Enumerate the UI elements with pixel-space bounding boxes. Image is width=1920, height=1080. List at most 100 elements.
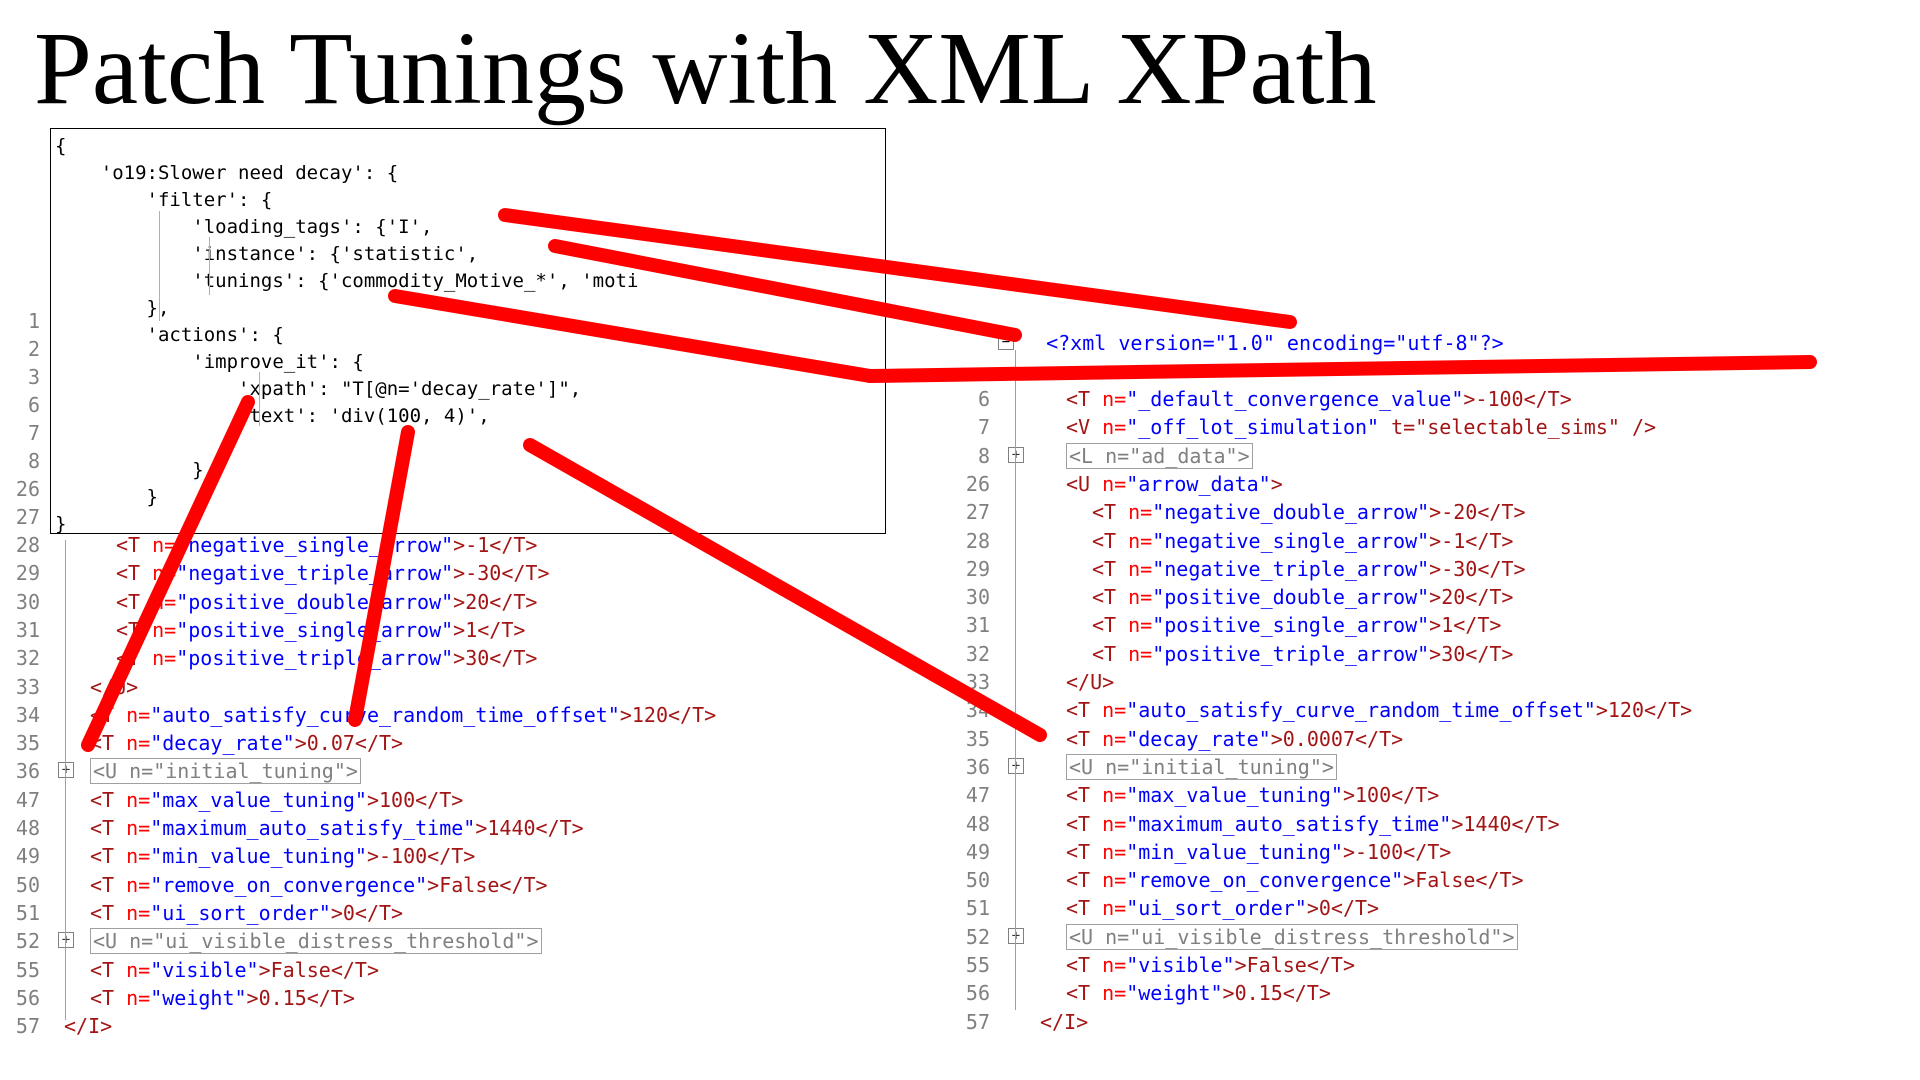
code-line: 32<T n="positive_triple_arrow">30</T> xyxy=(950,640,1920,668)
collapsed-node: <U n="initial_tuning"> xyxy=(1066,753,1337,780)
xml-attribute: n= xyxy=(126,872,151,897)
line-number: 2 xyxy=(27,337,40,361)
xml-text: >-30</T> xyxy=(1429,556,1526,581)
xml-attribute: n= xyxy=(1102,811,1127,836)
xml-value: "remove_on_convergence" xyxy=(1126,868,1404,893)
code-line: 48<T n="maximum_auto_satisfy_time">1440<… xyxy=(0,814,900,842)
code-content: <T n="positive_triple_arrow">30</T> xyxy=(1092,640,1513,668)
code-content: </I> xyxy=(1040,1008,1088,1036)
xml-attribute: n= xyxy=(126,816,151,840)
xml-tag: <T xyxy=(1066,783,1103,808)
expand-plus-icon[interactable]: + xyxy=(1008,757,1024,774)
code-line: 35<T n="decay_rate">0.07</T> xyxy=(0,729,900,757)
code-content: <T n="_default_convergence_value">-100</… xyxy=(1066,385,1572,413)
line-number: 57 xyxy=(965,1009,990,1034)
code-line: 36+<U n="initial_tuning"> xyxy=(0,757,900,785)
line-number: 26 xyxy=(15,477,40,501)
xml-value: "weight" xyxy=(1126,981,1223,1006)
code-content: <T n="auto_satisfy_curve_random_time_off… xyxy=(90,701,716,729)
xml-tag: <T xyxy=(90,731,127,756)
line-number: 34 xyxy=(15,702,40,727)
xml-attribute: n= xyxy=(1128,500,1153,525)
xml-tag: <T xyxy=(1066,868,1103,893)
line-number: 28 xyxy=(965,528,990,553)
code-content: <T n="weight">0.15</T> xyxy=(1066,979,1331,1007)
line-number: 27 xyxy=(965,500,990,525)
code-content: </U> xyxy=(90,673,138,701)
code-content: <T n="max_value_tuning">100</T> xyxy=(90,786,463,814)
expand-plus-icon[interactable]: + xyxy=(58,932,74,949)
line-number: 47 xyxy=(965,783,990,808)
code-line: 52+<U n="ui_visible_distress_threshold"> xyxy=(950,923,1920,951)
line-number: 6 xyxy=(27,393,40,417)
code-content: <T n="positive_single_arrow">1</T> xyxy=(1092,611,1501,639)
line-number: 29 xyxy=(15,561,40,586)
xml-attribute: n= xyxy=(152,589,177,614)
code-line: 49 <T n="min_value_tuning">-100</T> xyxy=(0,842,900,870)
code-line: 26<U n="arrow_data"> xyxy=(950,470,1920,498)
xml-attribute: n= xyxy=(152,533,177,557)
line-number: 56 xyxy=(965,981,990,1006)
xml-text: >0.15</T> xyxy=(1222,981,1331,1006)
xml-tag: <T xyxy=(1066,698,1103,723)
expand-plus-icon[interactable]: + xyxy=(58,762,74,779)
code-content: <T n="positive_double_arrow">20</T> xyxy=(116,588,537,616)
xml-tag: <T xyxy=(1092,500,1129,525)
xml-tag: <T xyxy=(90,816,127,840)
xml-text: >0.0007</T> xyxy=(1270,726,1404,751)
code-line: 56 <T n="weight">0.15</T> xyxy=(950,979,1920,1007)
expand-plus-icon[interactable]: + xyxy=(1008,927,1024,944)
code-content: <T n="positive_single_arrow">1</T> xyxy=(116,616,525,644)
xml-value: "negative_double_arrow" xyxy=(1152,500,1430,525)
json-line: 'tunings': {'commodity_Motive_*', 'moti xyxy=(55,270,639,292)
indent-guide xyxy=(159,211,160,321)
root-element-line: mmod 2 − <I c="Commodity" i="statistic" … xyxy=(950,329,1920,357)
code-line: 28<T n="negative_single_arrow">-1</T> xyxy=(0,531,900,559)
line-number: 52 xyxy=(965,924,990,949)
code-line: 33</U> xyxy=(0,673,900,701)
xml-attribute: n= xyxy=(1102,471,1127,496)
xml-tag: <T xyxy=(116,533,153,557)
xml-tag: <T xyxy=(1092,641,1129,666)
xml-text: >-100</T> xyxy=(1342,839,1452,864)
xml-tag: <T xyxy=(1092,613,1129,638)
code-content: <T n="max_value_tuning">100</T> xyxy=(1066,781,1439,809)
xml-attribute: n= xyxy=(126,731,151,756)
collapse-minus-icon[interactable]: − xyxy=(998,334,1014,350)
code-content: </U> xyxy=(1066,668,1114,696)
code-line: 31<T n="positive_single_arrow">1</T> xyxy=(0,616,900,644)
line-number: 52 xyxy=(15,929,40,954)
line-number: 47 xyxy=(15,787,40,812)
xml-value: "min_value_tuning" xyxy=(150,844,367,869)
line-number: 30 xyxy=(965,585,990,610)
xml-text: >0</T> xyxy=(1306,896,1380,921)
line-number: 3 xyxy=(27,365,40,389)
xml-value: "auto_satisfy_curve_random_time_offset" xyxy=(1126,698,1596,723)
xml-value: "positive_double_arrow" xyxy=(176,589,454,614)
json-line: 'actions': { xyxy=(55,324,284,346)
code-content: <T n="ui_sort_order">0</T> xyxy=(1066,894,1379,922)
xml-attribute: n= xyxy=(1128,528,1153,553)
expand-plus-icon[interactable]: + xyxy=(1008,446,1024,463)
xml-declaration-line: <?xml version="1.0" encoding="utf-8"?> xyxy=(1022,301,1504,355)
xml-attribute: n= xyxy=(1102,415,1127,440)
xml-value: "decay_rate" xyxy=(150,731,295,756)
indent-guide xyxy=(209,237,210,295)
xml-value: "_default_convergence_value" xyxy=(1126,387,1464,411)
xml-text: >120</T> xyxy=(619,702,717,727)
xml-tag: <T xyxy=(90,844,127,869)
xml-text: >30</T> xyxy=(1429,641,1514,666)
code-line: 50<T n="remove_on_convergence">False</T> xyxy=(950,866,1920,894)
xml-tag: <T xyxy=(1092,556,1129,581)
line-number: 48 xyxy=(965,811,990,836)
code-content: <T n="positive_triple_arrow">30</T> xyxy=(116,644,537,672)
code-content: <T n="min_value_tuning">-100</T> xyxy=(90,842,475,870)
line-number: 49 xyxy=(15,844,40,869)
code-content: <T n="decay_rate">0.0007</T> xyxy=(1066,725,1403,753)
xml-attribute: n= xyxy=(1128,613,1153,638)
line-number: 33 xyxy=(965,670,990,694)
xml-attribute: n= xyxy=(1102,868,1127,893)
code-content: <T n="decay_rate">0.07</T> xyxy=(90,729,403,757)
xml-attribute: n= xyxy=(1128,641,1153,666)
code-content: <T n="weight">0.15</T> xyxy=(90,984,355,1012)
